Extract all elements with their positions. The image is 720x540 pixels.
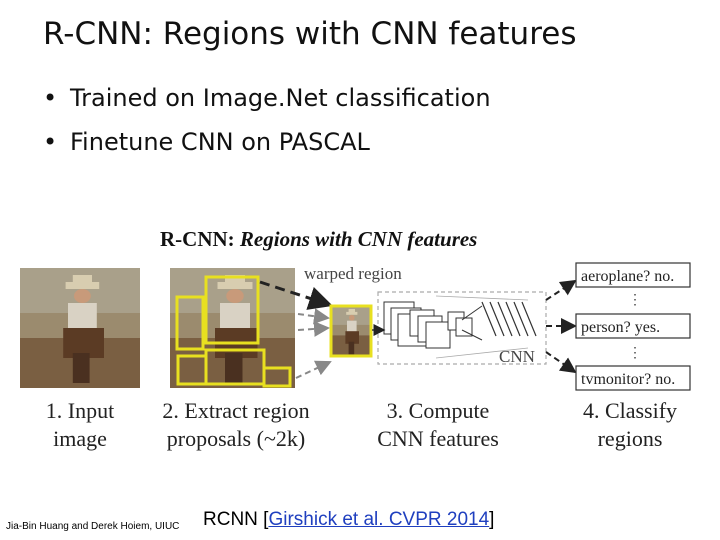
output-arrow bbox=[545, 279, 577, 301]
proposal-box bbox=[262, 366, 292, 388]
warp-arrow bbox=[259, 280, 333, 310]
svg-text:aeroplane? no.: aeroplane? no. bbox=[581, 268, 674, 285]
output-tvmonitor: tvmonitor? no. bbox=[575, 365, 691, 391]
citation-link[interactable]: Girshick et al. CVPR 2014 bbox=[268, 509, 490, 530]
figure-heading: R-CNN: Regions with CNN features bbox=[160, 227, 477, 251]
warp-arrow bbox=[297, 308, 330, 325]
step-4-line1: 4. Classify bbox=[583, 398, 677, 423]
step-1-line2: image bbox=[53, 426, 107, 451]
step-3-line2: CNN features bbox=[377, 426, 499, 451]
ellipsis-icon: ⋮ bbox=[628, 346, 642, 361]
svg-text:person? yes.: person? yes. bbox=[581, 319, 660, 336]
bullet-text: Finetune CNN on PASCAL bbox=[70, 128, 370, 156]
bullet-dot-icon: • bbox=[43, 128, 58, 156]
bullet-dot-icon: • bbox=[43, 84, 58, 112]
warped-region-label: warped region bbox=[304, 264, 402, 283]
citation-prefix: RCNN [ bbox=[203, 509, 269, 530]
footer-citation: RCNN [Girshick et al. CVPR 2014] bbox=[203, 509, 494, 531]
footer-authors: Jia-Bin Huang and Derek Hoiem, UIUC bbox=[6, 521, 180, 532]
proposal-box bbox=[204, 275, 260, 345]
cnn-label: CNN bbox=[499, 347, 535, 366]
ellipsis-icon: ⋮ bbox=[628, 293, 642, 308]
warped-region-image bbox=[329, 304, 373, 358]
bullet-list: • Trained on Image.Net classification • Fi… bbox=[43, 84, 491, 172]
output-arrow bbox=[545, 351, 577, 374]
bullet-item: • Finetune CNN on PASCAL bbox=[43, 128, 491, 172]
bullet-item: • Trained on Image.Net classification bbox=[43, 84, 491, 128]
output-aeroplane: aeroplane? no. bbox=[575, 262, 691, 288]
step-4-line2: regions bbox=[598, 426, 663, 451]
output-person: person? yes. bbox=[575, 313, 691, 339]
bullet-text: Trained on Image.Net classification bbox=[70, 84, 491, 112]
step-2-line1: 2. Extract region bbox=[162, 398, 309, 423]
proposals-image bbox=[170, 268, 295, 388]
step-1-line1: 1. Input bbox=[46, 398, 114, 423]
step-2-line2: proposals (~2k) bbox=[167, 426, 305, 451]
input-image bbox=[20, 268, 140, 388]
warp-arrow bbox=[297, 320, 330, 337]
slide-title: R-CNN: Regions with CNN features bbox=[43, 16, 577, 52]
warp-arrow bbox=[295, 360, 332, 379]
svg-text:tvmonitor? no.: tvmonitor? no. bbox=[581, 371, 675, 388]
step-3-line1: 3. Compute bbox=[387, 398, 490, 423]
cnn-block bbox=[377, 291, 547, 365]
proposal-box bbox=[175, 295, 205, 351]
citation-suffix: ] bbox=[489, 509, 495, 530]
